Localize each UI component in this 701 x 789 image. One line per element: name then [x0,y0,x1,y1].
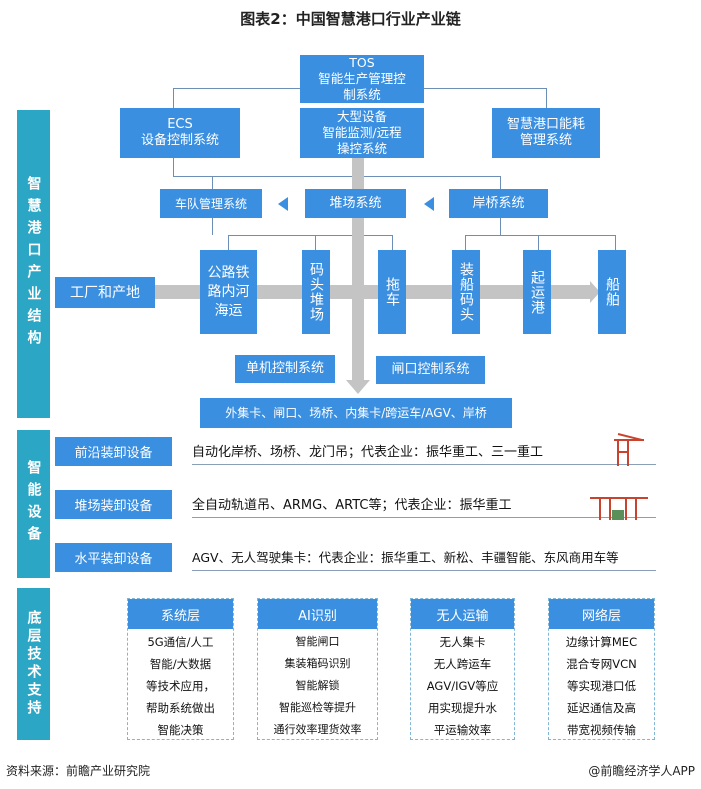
ecs-box: ECS 设备控制系统 [120,108,240,158]
connector-line [315,235,316,250]
equipment-label-horizontal: 水平装卸设备 [55,543,172,572]
chain-terminal-yard-box: 码头堆场 [302,250,330,334]
tech-card-body: 边缘计算MEC 混合专网VCN 等实现港口低 延迟通信及高 带宽视频传输 [565,635,638,737]
quay-crane-icon [614,433,644,466]
yard-box: 堆场系统 [305,189,406,218]
connector-line [500,176,501,189]
yard-crane-icon [590,497,648,520]
credit-note: @前瞻经济学人APP [588,764,695,778]
connector-line [173,88,174,108]
connector-line [500,218,501,235]
tech-card-title: 网络层 [549,599,654,629]
arrow-left-icon [278,197,288,211]
tech-card-ai: AI识别 智能闸口 集装箱码识别 智能解锁 智能巡检等提升 通行效率理货效率 [257,598,378,740]
tech-card-network: 网络层 边缘计算MEC 混合专网VCN 等实现港口低 延迟通信及高 带宽视频传输 [548,598,655,740]
chain-truck-box: 拖车 [378,250,406,334]
tech-card-title: AI识别 [258,599,377,629]
arrow-down-icon [346,380,370,394]
connector-line [212,176,213,189]
tech-card-system: 系统层 5G通信/人工 智能/大数据 等技术应用， 帮助系统做出 智能决策 [127,598,234,740]
tos-box: TOS 智能生产管理控 制系统 [300,55,424,103]
connector-line [173,158,174,176]
tech-card-body: 5G通信/人工 智能/大数据 等技术应用， 帮助系统做出 智能决策 [146,635,215,737]
equipment-label-yard: 堆场装卸设备 [55,490,172,519]
equipment-label-front: 前沿装卸设备 [55,437,172,466]
connector-line [212,218,213,235]
chart-title: 图表2：中国智慧港口行业产业链 [240,10,461,28]
chain-departure-port-box: 起运港 [523,250,551,334]
tech-card-transport: 无人运输 无人集卡 无人跨运车 AGV/IGV等应 用实现提升水 平运输效率 [410,598,515,740]
section-label-tech: 底层技术支持 [17,588,50,740]
section-label-equipment: 智能设备 [17,430,50,578]
tech-card-body: 无人集卡 无人跨运车 AGV/IGV等应 用实现提升水 平运输效率 [426,635,499,737]
vertical-flow-arrow [352,110,364,382]
connector-line [173,176,501,177]
connector-line [615,235,616,250]
arrow-right-icon [590,281,600,303]
chain-transport-box: 公路铁路内河海运 [200,250,257,334]
connector-line [546,88,547,108]
fleet-box: 车队管理系统 [160,189,262,218]
single-control-box: 单机控制系统 [235,355,335,383]
equipment-text-yard: 全自动轨道吊、ARMG、ARTC等；代表企业：振华重工 [192,490,656,518]
connector-line [538,235,539,250]
quay-box: 岸桥系统 [449,189,548,218]
source-note: 资料来源：前瞻产业研究院 [6,764,151,778]
connector-line [228,235,393,236]
chain-ship-box: 船舶 [598,250,626,334]
connector-line [465,235,616,236]
tech-card-title: 系统层 [128,599,233,629]
connector-line [228,235,229,250]
large-equipment-box: 大型设备 智能监测/远程 操控系统 [300,108,424,158]
tech-card-title: 无人运输 [411,599,514,629]
energy-box: 智慧港口能耗 管理系统 [492,108,600,158]
equipment-text-horizontal: AGV、无人驾驶集卡：代表企业：振华重工、新松、丰疆智能、东风商用车等 [192,543,656,571]
arrow-left-icon [424,197,434,211]
tech-card-body: 智能闸口 集装箱码识别 智能解锁 智能巡检等提升 通行效率理货效率 [273,635,362,736]
equipment-text-front: 自动化岸桥、场桥、龙门吊；代表企业：振华重工、三一重工 [192,437,656,465]
connector-line [465,235,466,250]
gate-control-box: 闸口控制系统 [376,356,485,384]
section-label-structure: 智慧港口产业结构 [17,110,50,418]
equipment-list-bar: 外集卡、闸口、场桥、内集卡/跨运车/AGV、岸桥 [200,398,512,428]
horizontal-flow-arrow [155,285,592,299]
chain-loading-dock-box: 装船码头 [452,250,480,334]
factory-box: 工厂和产地 [55,277,155,308]
connector-line [392,235,393,250]
